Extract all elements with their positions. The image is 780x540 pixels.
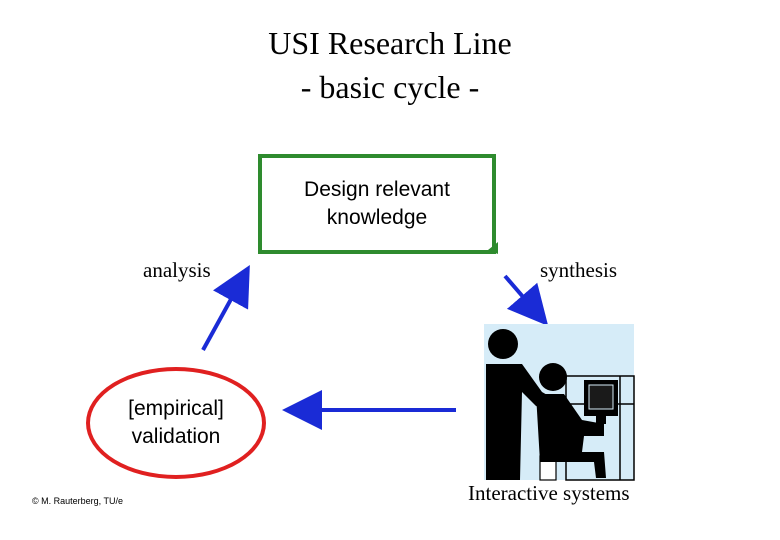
- knowledge-label-line1: Design relevant: [304, 178, 450, 201]
- validation-node: [empirical] validation: [86, 367, 266, 479]
- arrow-synthesis: [503, 274, 549, 327]
- knowledge-node: Design relevant knowledge: [258, 154, 496, 254]
- knowledge-label-line2: knowledge: [326, 206, 428, 229]
- diagram-title-line2: - basic cycle -: [300, 69, 480, 105]
- synthesis-label: synthesis: [540, 258, 618, 282]
- arrow-analysis: [201, 264, 250, 351]
- validation-label-line1: [empirical]: [128, 397, 224, 420]
- copyright-footer: © M. Rauterberg, TU/e: [32, 496, 123, 506]
- analysis-label: analysis: [143, 258, 211, 282]
- person-at-computer-icon: [484, 324, 635, 481]
- diagram-title-line1: USI Research Line: [268, 25, 512, 61]
- box-corner-fold: [488, 242, 498, 254]
- interactive-systems-caption: Interactive systems: [468, 481, 630, 505]
- validation-label-line2: validation: [131, 425, 221, 448]
